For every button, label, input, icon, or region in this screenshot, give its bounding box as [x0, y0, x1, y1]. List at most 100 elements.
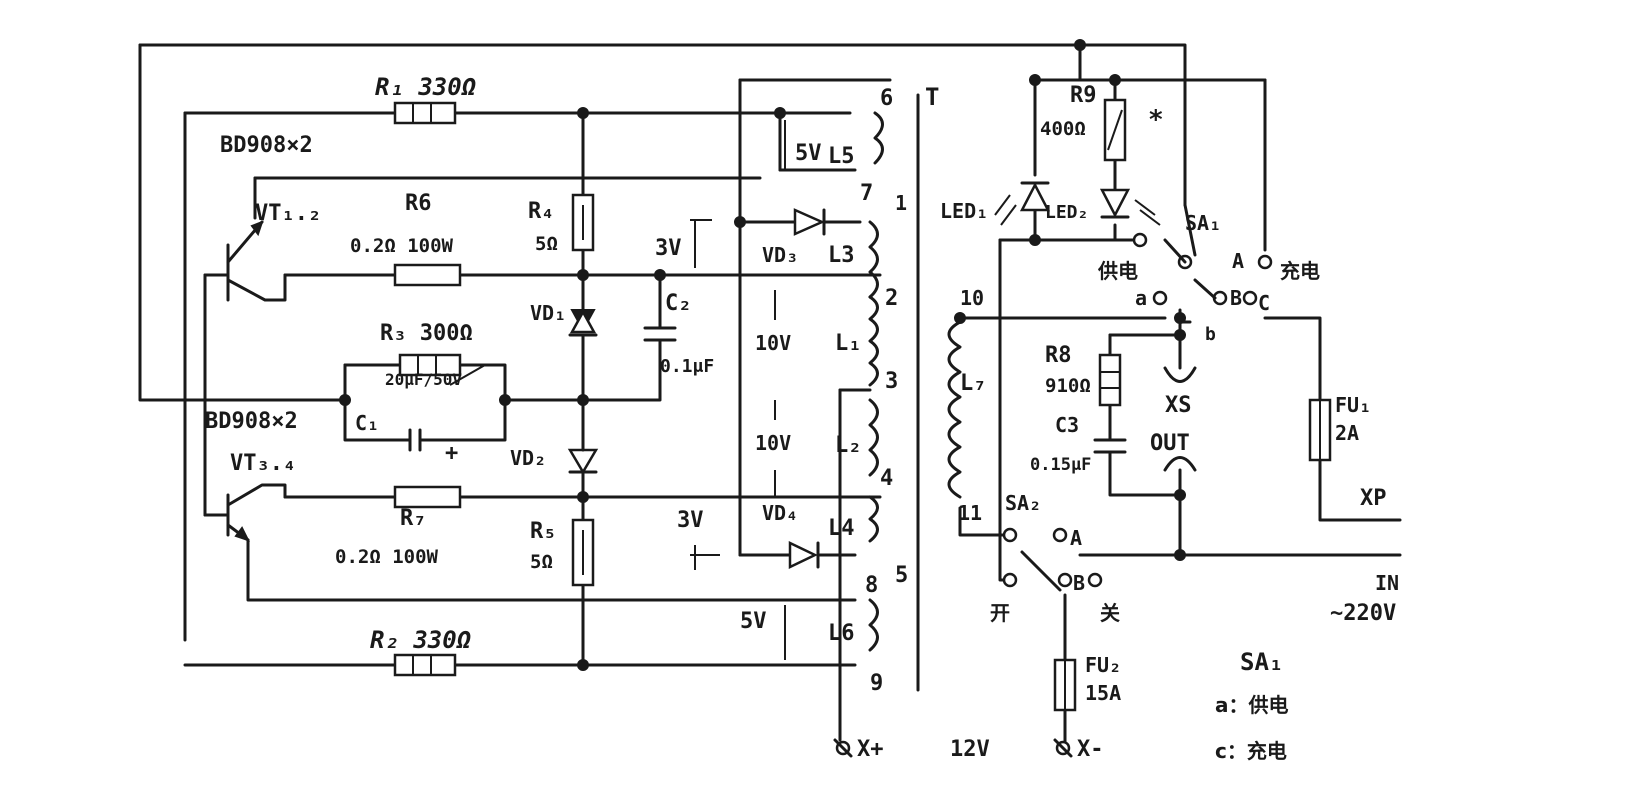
label-r4-val: 5Ω [535, 233, 558, 255]
label-x-plus: X+ [857, 737, 884, 762]
label-l4: L4 [828, 516, 855, 541]
label-c3-val: 0.15μF [1030, 455, 1091, 475]
label-l6: L6 [828, 621, 855, 646]
label-r8-val: 910Ω [1045, 375, 1091, 397]
resistor-r5 [571, 518, 595, 587]
label-plus: + [445, 441, 458, 466]
label-b-sa2: B [1073, 571, 1085, 595]
legend-title: SA₁ [1240, 648, 1283, 676]
label-ac-220v: ~220V [1330, 601, 1396, 626]
resistor-r4 [571, 193, 595, 252]
label-a-top: A [1232, 249, 1244, 273]
diode-vd3 [793, 208, 826, 236]
legend-a: a：供电 [1215, 693, 1289, 717]
label-vt34: VT₃.₄ [230, 451, 296, 476]
label-vt12: VT₁.₂ [255, 201, 321, 226]
label-l2: L₂ [835, 433, 862, 458]
label-r7: R₇ [400, 506, 427, 531]
diode-vd4 [788, 541, 820, 569]
label-a-sa2: A [1070, 526, 1082, 550]
transformer-windings-primary [868, 111, 884, 652]
label-l5: L5 [828, 144, 855, 169]
resistor-r6 [393, 263, 462, 287]
label-c1: C₁ [355, 411, 379, 435]
label-in: IN [1375, 571, 1399, 595]
transformer-winding-l7 [947, 320, 962, 499]
resistor-r8 [1098, 353, 1122, 407]
label-r3: R₃ 300Ω [380, 321, 473, 346]
label-r5: R₅ [530, 519, 557, 544]
terminal-x-minus [1053, 738, 1073, 758]
label-l3: L3 [828, 243, 855, 268]
label-fu2-val: 15A [1085, 681, 1121, 705]
diode-vd1 [568, 309, 598, 372]
led-2 [1099, 188, 1161, 226]
label-c3: C3 [1055, 413, 1079, 437]
label-switch-off: 关 [1100, 601, 1120, 625]
label-c1-val: 20μF/50V [385, 370, 462, 389]
voltage-markers [690, 120, 786, 660]
resistor-r1 [393, 101, 457, 125]
label-n3: 3 [885, 369, 898, 394]
labels: R₁ 330Ω BD908×2 VT₁.₂ R6 0.2Ω 100W R₄ 5Ω… [205, 73, 1399, 763]
label-n8: 8 [865, 573, 878, 598]
label-n7: 7 [860, 181, 873, 206]
transistor-vt34 [226, 483, 287, 542]
fuse-fu2 [1053, 658, 1077, 712]
switch-sa2[interactable] [1002, 527, 1103, 592]
label-r6-spec: 0.2Ω 100W [350, 235, 454, 257]
capacitor-c1 [408, 364, 486, 452]
label-switch-on: 开 [990, 601, 1010, 625]
label-r4: R₄ [528, 199, 555, 224]
label-n10: 10 [960, 286, 984, 310]
label-xp: XP [1360, 486, 1387, 511]
capacitor-c2 [643, 326, 677, 354]
resistor-r2 [393, 653, 457, 677]
label-vd3: VD₃ [762, 243, 798, 267]
label-5v-top: 5V [795, 141, 822, 166]
label-12v: 12V [950, 737, 990, 762]
led-1 [994, 181, 1051, 226]
label-vd2: VD₂ [510, 446, 546, 470]
label-star: * [1148, 105, 1164, 135]
label-bd908-top: BD908×2 [220, 133, 313, 158]
label-n9: 9 [870, 671, 883, 696]
label-n5: 5 [895, 563, 908, 588]
label-n2: 2 [885, 286, 898, 311]
label-r7-spec: 0.2Ω 100W [335, 546, 439, 568]
resistor-r7 [393, 485, 462, 509]
label-x-minus: X- [1077, 737, 1104, 762]
label-supply: 供电 [1097, 259, 1138, 283]
label-r9-val: 400Ω [1040, 118, 1086, 140]
diode-vd2 [567, 423, 599, 487]
label-r8: R8 [1045, 343, 1072, 368]
resistor-r9 [1103, 98, 1127, 162]
transistor-vt12 [226, 220, 287, 302]
label-a-low: a [1135, 286, 1147, 310]
fuse-fu1 [1308, 398, 1332, 462]
label-n11: 11 [958, 501, 982, 525]
label-b-low: b [1205, 324, 1216, 345]
label-led1: LED₁ [940, 199, 988, 223]
label-led2: LED₂ [1045, 202, 1088, 223]
outlet-xs [1163, 366, 1197, 472]
label-c2: C₂ [665, 291, 692, 316]
label-n6: 6 [880, 86, 893, 111]
label-r1: R₁ 330Ω [375, 73, 477, 101]
label-sa1: SA₁ [1185, 211, 1221, 235]
junction-dots [339, 39, 1186, 671]
label-xs: XS [1165, 393, 1192, 418]
label-l1: L₁ [835, 331, 862, 356]
legend-c: c：充电 [1215, 739, 1287, 763]
label-b-top: B [1230, 286, 1242, 310]
label-fu2: FU₂ [1085, 653, 1121, 677]
label-3v-top: 3V [655, 236, 682, 261]
label-transformer: T [925, 83, 939, 111]
label-n1: 1 [895, 191, 907, 215]
terminal-x-plus [833, 738, 853, 758]
label-r9: R9 [1070, 83, 1097, 108]
label-10v-b: 10V [755, 431, 791, 455]
label-fu1-val: 2A [1335, 421, 1359, 445]
switch-sa1[interactable] [1132, 203, 1273, 306]
